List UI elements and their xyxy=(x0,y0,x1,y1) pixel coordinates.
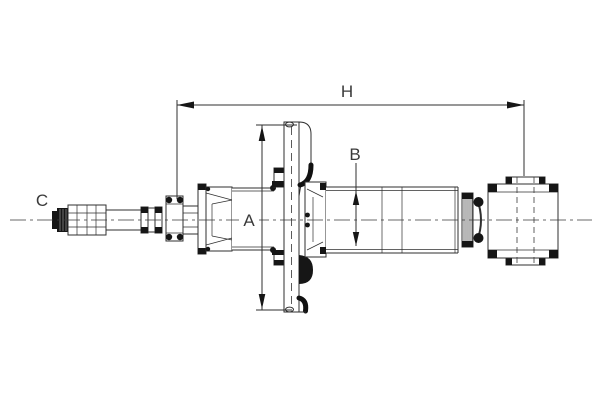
dimension-h xyxy=(176,100,525,199)
dimension-a-label: A xyxy=(243,211,255,230)
dimension-b xyxy=(352,163,360,246)
piston-rod xyxy=(106,207,156,233)
rod-stop-collar xyxy=(165,195,184,242)
dimension-a xyxy=(256,124,297,311)
eye-bushing-mount xyxy=(487,176,559,266)
mid-tube xyxy=(232,185,276,253)
dimension-h-label: H xyxy=(341,82,353,101)
bearing-cup xyxy=(205,186,233,252)
dimension-b-label: B xyxy=(349,145,360,164)
mount-plate xyxy=(197,183,207,255)
seat-collar xyxy=(304,181,327,258)
label-a-background xyxy=(239,206,259,230)
dimension-c-label: C xyxy=(36,191,48,210)
